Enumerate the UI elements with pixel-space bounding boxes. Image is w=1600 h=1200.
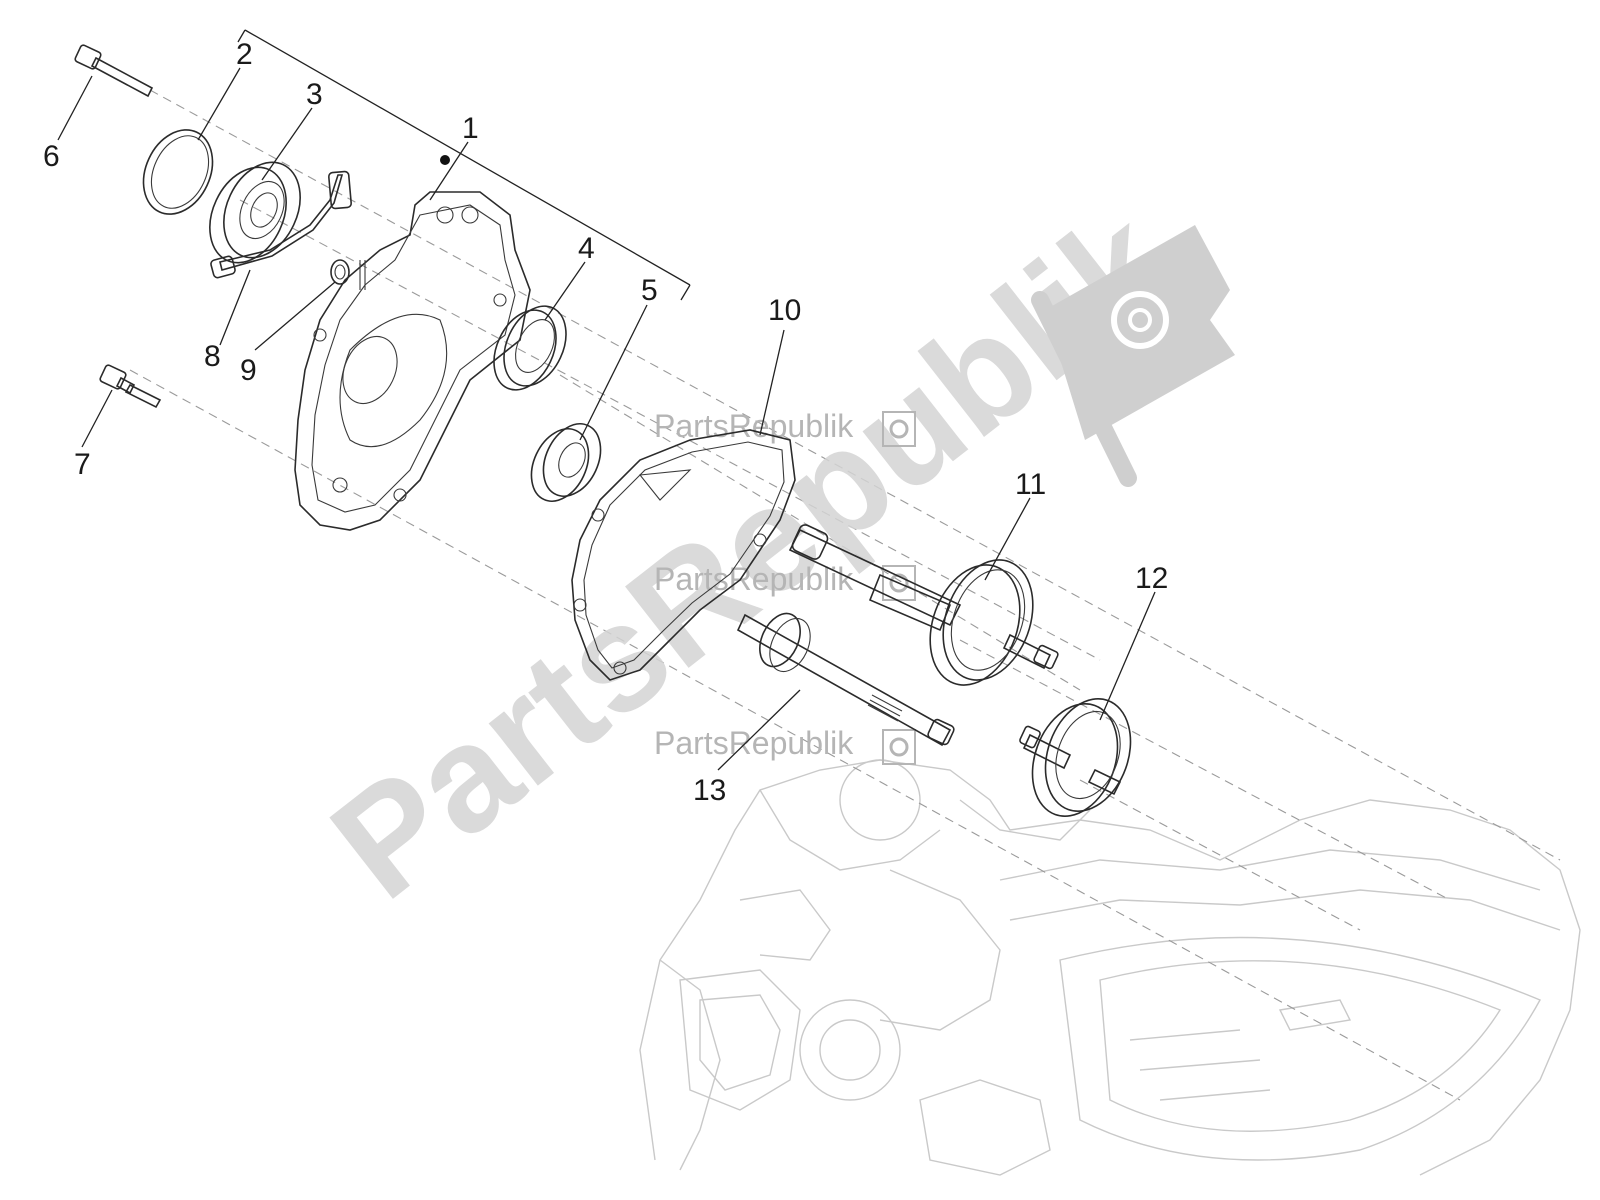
part-10-gasket — [571, 429, 796, 681]
part-2-circlip — [142, 129, 214, 215]
part-6-bolt — [74, 44, 154, 98]
watermark-small-text-1: PartsRepublik — [654, 408, 854, 444]
callout-4: 4 — [578, 232, 595, 265]
watermark-gear-icon-3 — [882, 729, 916, 765]
callout-7: 7 — [74, 448, 91, 481]
watermark-small-text-2: PartsRepublik — [654, 561, 854, 597]
callout-1: 1 — [462, 112, 479, 145]
part-5-bearing — [530, 423, 602, 502]
callout-3: 3 — [306, 78, 323, 111]
part-9-clip — [330, 259, 350, 285]
callout-12: 12 — [1135, 562, 1168, 595]
callout-2: 2 — [236, 38, 253, 71]
part-7-bolt — [99, 364, 162, 409]
part-4-oil-seal — [493, 305, 567, 391]
part-3-bearing — [209, 161, 301, 264]
watermark-gear-flag-icon — [1031, 225, 1235, 487]
callout-10: 10 — [768, 294, 801, 327]
part-1-cover — [294, 191, 531, 531]
callout-13: 13 — [693, 774, 726, 807]
part-12-gear — [1019, 698, 1132, 817]
watermark-main-text: PartsRepublik — [301, 177, 1200, 931]
assembly-axis-lines — [129, 89, 1561, 1101]
part-8-pipe — [210, 170, 352, 279]
callout-8: 8 — [204, 340, 221, 373]
assembly-bracket — [237, 29, 691, 301]
callout-9: 9 — [240, 354, 257, 387]
callout-11: 11 — [1015, 468, 1046, 501]
callout-labels: 1 2 3 4 5 6 7 8 9 10 11 12 13 — [43, 38, 1168, 807]
callout-5: 5 — [641, 274, 658, 307]
watermark-gear-icon-2 — [882, 565, 916, 601]
watermark: PartsRepublik PartsRepublik PartsRepubli… — [301, 177, 1235, 931]
engine-outline — [639, 759, 1581, 1176]
part-13-shaft — [736, 612, 955, 747]
callout-6: 6 — [43, 140, 60, 173]
part-11-gear-shaft — [788, 524, 1059, 686]
watermark-gear-icon-1 — [882, 411, 916, 447]
leader-lines — [57, 67, 1156, 771]
watermark-small-text-3: PartsRepublik — [654, 725, 854, 761]
